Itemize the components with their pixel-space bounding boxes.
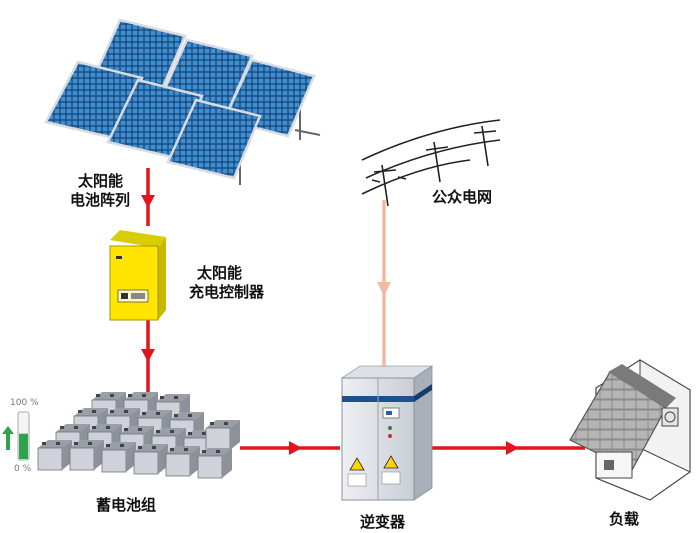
inverter-label: 逆变器 bbox=[360, 513, 406, 531]
house-load-icon bbox=[569, 359, 691, 501]
power-flow-lines bbox=[141, 168, 585, 455]
charge-controller-label-line1: 太阳能 bbox=[197, 264, 243, 282]
battery-level-fill bbox=[19, 433, 28, 459]
warning-sign-icon bbox=[349, 457, 365, 471]
array-to-controller-arrow bbox=[141, 195, 155, 208]
charge-controller-label-line2: 充电控制器 bbox=[189, 283, 265, 301]
battery-level-gauge bbox=[2, 411, 30, 461]
controller-to-battery-arrow bbox=[141, 349, 155, 362]
solar-panel bbox=[166, 98, 262, 180]
load-label: 负载 bbox=[609, 510, 640, 528]
battery-bank-label: 蓄电池组 bbox=[96, 496, 157, 514]
public-grid-label: 公众电网 bbox=[432, 188, 493, 206]
charge-up-arrow-icon bbox=[2, 426, 14, 434]
battery-to-inverter-arrow bbox=[289, 441, 302, 455]
warning-sign-icon bbox=[383, 455, 399, 469]
gauge-bottom-label: 0 % bbox=[14, 464, 32, 474]
grid-to-inverter-arrow bbox=[377, 282, 391, 296]
solar-array-label-line1: 太阳能 bbox=[78, 172, 124, 190]
battery-bank bbox=[37, 391, 241, 479]
gauge-top-label: 100 % bbox=[10, 398, 39, 408]
inverter-device bbox=[340, 365, 434, 501]
inverter-to-load-arrow bbox=[506, 441, 519, 455]
charge-controller-device bbox=[109, 230, 166, 321]
solar-array-label-line2: 电池阵列 bbox=[70, 191, 131, 209]
solar-panel-array bbox=[44, 18, 321, 185]
power-grid-icon bbox=[361, 119, 501, 207]
